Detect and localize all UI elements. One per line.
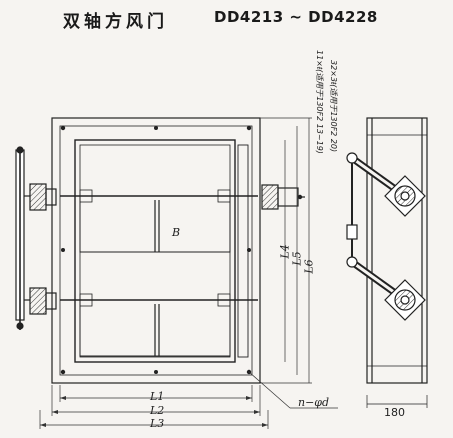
right-coupling xyxy=(261,184,305,210)
left-actuator xyxy=(15,146,57,330)
title-chinese: 双轴方风门 xyxy=(63,12,168,32)
label-l6: L6 xyxy=(302,259,316,274)
opening-frame xyxy=(74,139,236,363)
front-view xyxy=(51,117,261,384)
note-shaft-large: 32×3ᵵ(适用于130F2 20) xyxy=(329,60,338,153)
title-model-range: DD4213 ~ DD4228 xyxy=(214,8,378,26)
label-l1: L1 xyxy=(150,390,165,403)
flange-inner-outline xyxy=(59,125,253,376)
side-view xyxy=(346,117,428,408)
label-l3: L3 xyxy=(150,417,165,430)
label-b: B xyxy=(172,226,181,239)
outer-frame xyxy=(51,117,261,384)
label-l2: L2 xyxy=(150,404,165,417)
note-shaft-small: 11×ᵵ(适用于130F2 13~19) xyxy=(315,50,324,154)
side-frame xyxy=(366,117,428,384)
label-bolt-holes: n−φd xyxy=(298,396,330,409)
label-side-width: 180 xyxy=(384,406,405,419)
dimension-lines xyxy=(39,117,338,429)
bolt-holes xyxy=(60,125,252,375)
